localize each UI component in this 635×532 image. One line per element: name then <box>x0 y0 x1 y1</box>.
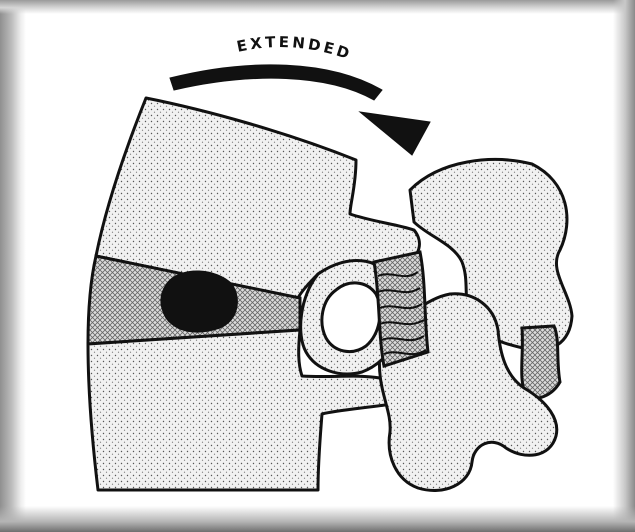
extended-label-text: EXTENDED <box>235 33 354 64</box>
posterior-disc-segment <box>522 326 560 398</box>
extension-arrow-shaft <box>170 65 382 100</box>
disc-herniation <box>161 271 237 332</box>
facet-ligament <box>374 252 428 366</box>
extended-label: EXTENDED <box>235 33 354 64</box>
extension-arrow-head <box>360 112 430 155</box>
